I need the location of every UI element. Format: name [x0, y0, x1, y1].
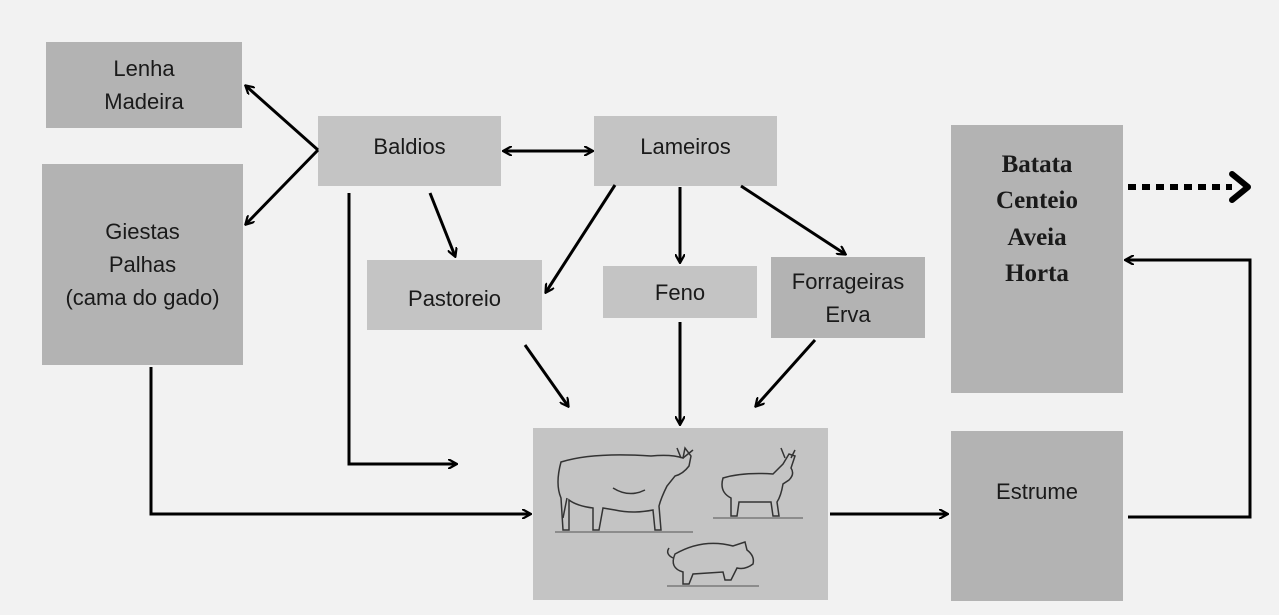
node-lameiros: Lameiros: [594, 116, 777, 186]
node-label: Baldios: [373, 133, 446, 159]
node-baldios: Baldios: [318, 116, 501, 186]
node-giestas-palhas: Giestas Palhas (cama do gado): [42, 164, 243, 365]
arrow-baldios-to-lenha: [246, 86, 319, 152]
node-feno: Feno: [603, 266, 757, 318]
node-label: Feno: [654, 279, 706, 305]
node-label: Aveia: [1007, 223, 1067, 251]
node-label: Madeira: [104, 89, 184, 114]
node-label: Estrume: [996, 479, 1078, 504]
node-label: (cama do gado): [65, 285, 220, 310]
node-estrume: Estrume: [951, 431, 1123, 601]
cow-illustration: [555, 446, 694, 533]
node-label: Batata: [1001, 151, 1073, 178]
arrow-baldios-to-pastoreio: [428, 192, 455, 256]
arrow-baldios-to-livestock: [347, 193, 456, 464]
node-crops: Batata Centeio Aveia Horta: [951, 125, 1123, 393]
arrow-forrageiras-to-livestock: [756, 339, 817, 406]
arrow-baldios-to-giestas: [246, 148, 320, 224]
livestock-illustration: [555, 446, 803, 587]
node-label: Centeio: [996, 187, 1078, 215]
node-label: Pastoreio: [408, 285, 501, 311]
node-lenha-madeira: Lenha Madeira: [46, 42, 242, 128]
arrow-pastoreio-to-livestock: [523, 344, 568, 406]
arrow-estrume-to-crops: [1126, 260, 1252, 519]
node-label: Giestas: [105, 219, 180, 244]
node-livestock: [533, 428, 828, 600]
node-label: Palhas: [108, 252, 177, 277]
arrow-crops-output-dotted: [1128, 171, 1251, 203]
node-label: Horta: [1005, 259, 1069, 287]
node-label: Forrageiras: [791, 268, 905, 294]
node-label: Lameiros: [640, 133, 731, 159]
arrow-lameiros-to-forrageiras: [740, 184, 845, 254]
arrow-lameiros-to-pastoreio: [546, 184, 617, 292]
node-label: Erva: [825, 301, 871, 327]
arrow-giestas-to-livestock: [149, 367, 530, 514]
node-label: Lenha: [113, 56, 175, 81]
node-forrageiras-erva: Forrageiras Erva: [771, 257, 925, 338]
goat-illustration: [713, 447, 803, 519]
pig-illustration: [666, 541, 759, 587]
node-pastoreio: Pastoreio: [367, 260, 542, 330]
